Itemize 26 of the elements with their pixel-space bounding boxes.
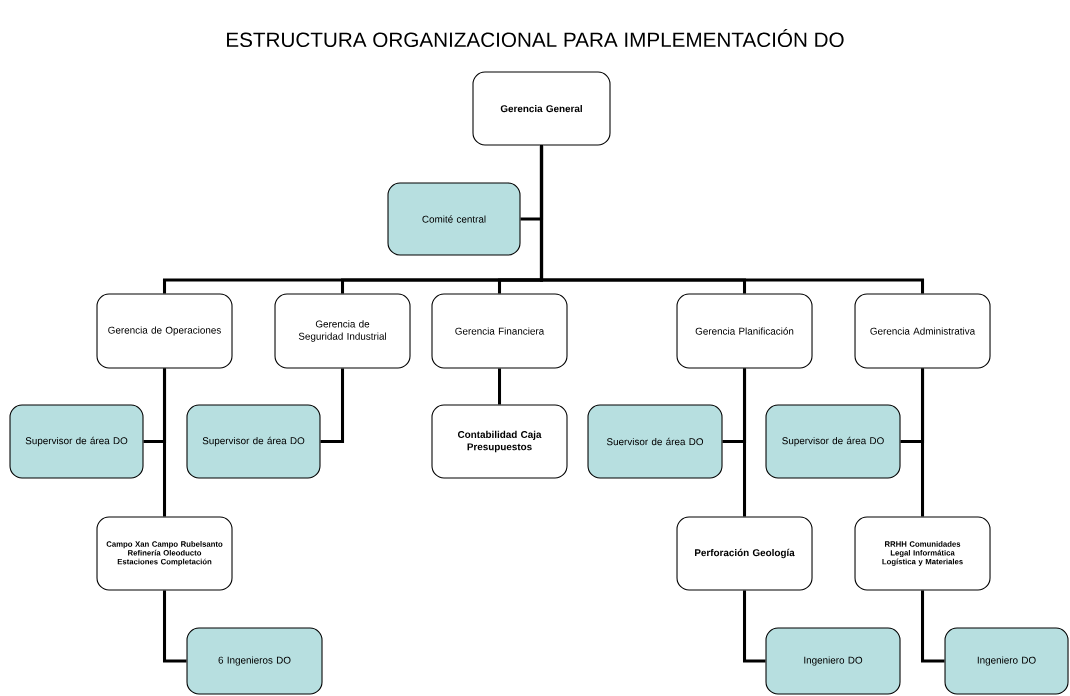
- connector-line: [162, 590, 187, 663]
- connector-line: [320, 368, 345, 444]
- org-box: Gerencia de Operaciones: [96, 293, 233, 369]
- connector-line: [539, 145, 925, 294]
- org-box: Contabilidad Caja Presupuestos: [431, 404, 568, 479]
- connector-line: [921, 590, 945, 663]
- connector-line: [743, 590, 766, 663]
- supervisor-box: Supervisor de área DO: [765, 404, 901, 479]
- org-box: Gerencia Financiera: [431, 293, 568, 369]
- supervisor-box: Ingeniero DO: [944, 627, 1069, 695]
- supervisor-box: 6 Ingenieros DO: [186, 627, 323, 695]
- org-box: Gerencia de Seguridad Industrial: [274, 293, 411, 369]
- connector-line: [743, 368, 747, 517]
- title: ESTRUCTURA ORGANIZACIONAL PARA IMPLEMENTACIÓN DO: [227, 28, 844, 48]
- supervisor-box: Ingeniero DO: [765, 627, 901, 695]
- supervisor-box: Suervisor de área DO: [587, 404, 723, 479]
- connector-line: [162, 368, 167, 517]
- org-box: Gerencia Administrativa: [854, 293, 991, 369]
- org-box: Perforación Geología: [676, 516, 813, 591]
- connector-line: [921, 368, 925, 517]
- supervisor-box: Supervisor de área DO: [9, 404, 144, 479]
- connector-line: [497, 368, 502, 405]
- supervisor-box: Supervisor de área DO: [186, 404, 321, 479]
- supervisor-box: Comité central: [387, 182, 521, 256]
- org-box: Gerencia Planificación: [676, 293, 813, 369]
- org-box: Gerencia General: [472, 71, 611, 146]
